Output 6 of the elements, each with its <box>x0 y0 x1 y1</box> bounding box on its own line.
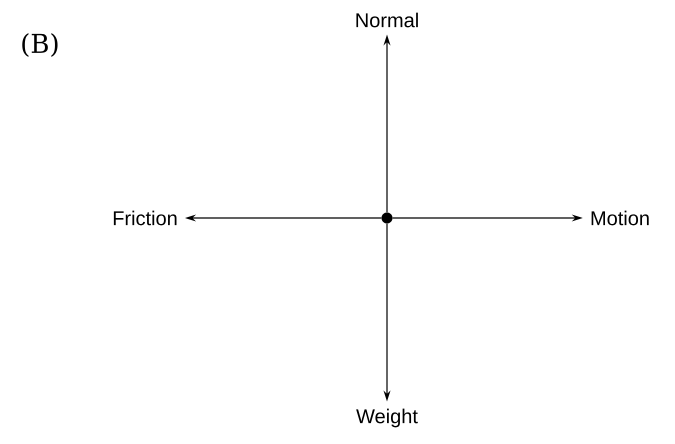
force-label: Friction <box>114 210 176 226</box>
force-label: Motion <box>592 210 649 226</box>
panel-label: (B) <box>22 33 58 57</box>
force-label: Normal <box>356 12 418 28</box>
force-label: Weight <box>356 408 418 428</box>
point-dot <box>382 212 392 224</box>
